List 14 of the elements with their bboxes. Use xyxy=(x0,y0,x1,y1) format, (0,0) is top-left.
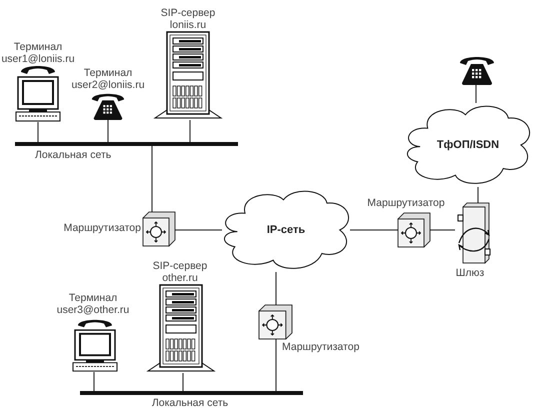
device-label: Терминал user2@loniis.ru xyxy=(70,67,146,91)
device-label: Терминал user3@other.ru xyxy=(56,292,130,316)
cloud-label: IP-сеть xyxy=(266,224,306,236)
cloud-label: ТфОП/ISDN xyxy=(436,139,500,151)
device-label: SIP-сервер loniis.ru xyxy=(160,7,216,31)
network-link xyxy=(182,372,184,392)
device-label: Маршрутизатор xyxy=(62,222,141,234)
device-label: Маршрутизатор xyxy=(282,341,360,353)
device-label: Шлюз xyxy=(454,267,486,279)
network-label: Локальная сеть xyxy=(150,397,230,409)
device-label: SIP-сервер other.ru xyxy=(152,260,208,284)
device-label: Терминал user1@loniis.ru xyxy=(0,41,76,65)
network-label: Локальная сеть xyxy=(35,149,112,161)
device-label: Маршрутизатор xyxy=(366,197,446,209)
